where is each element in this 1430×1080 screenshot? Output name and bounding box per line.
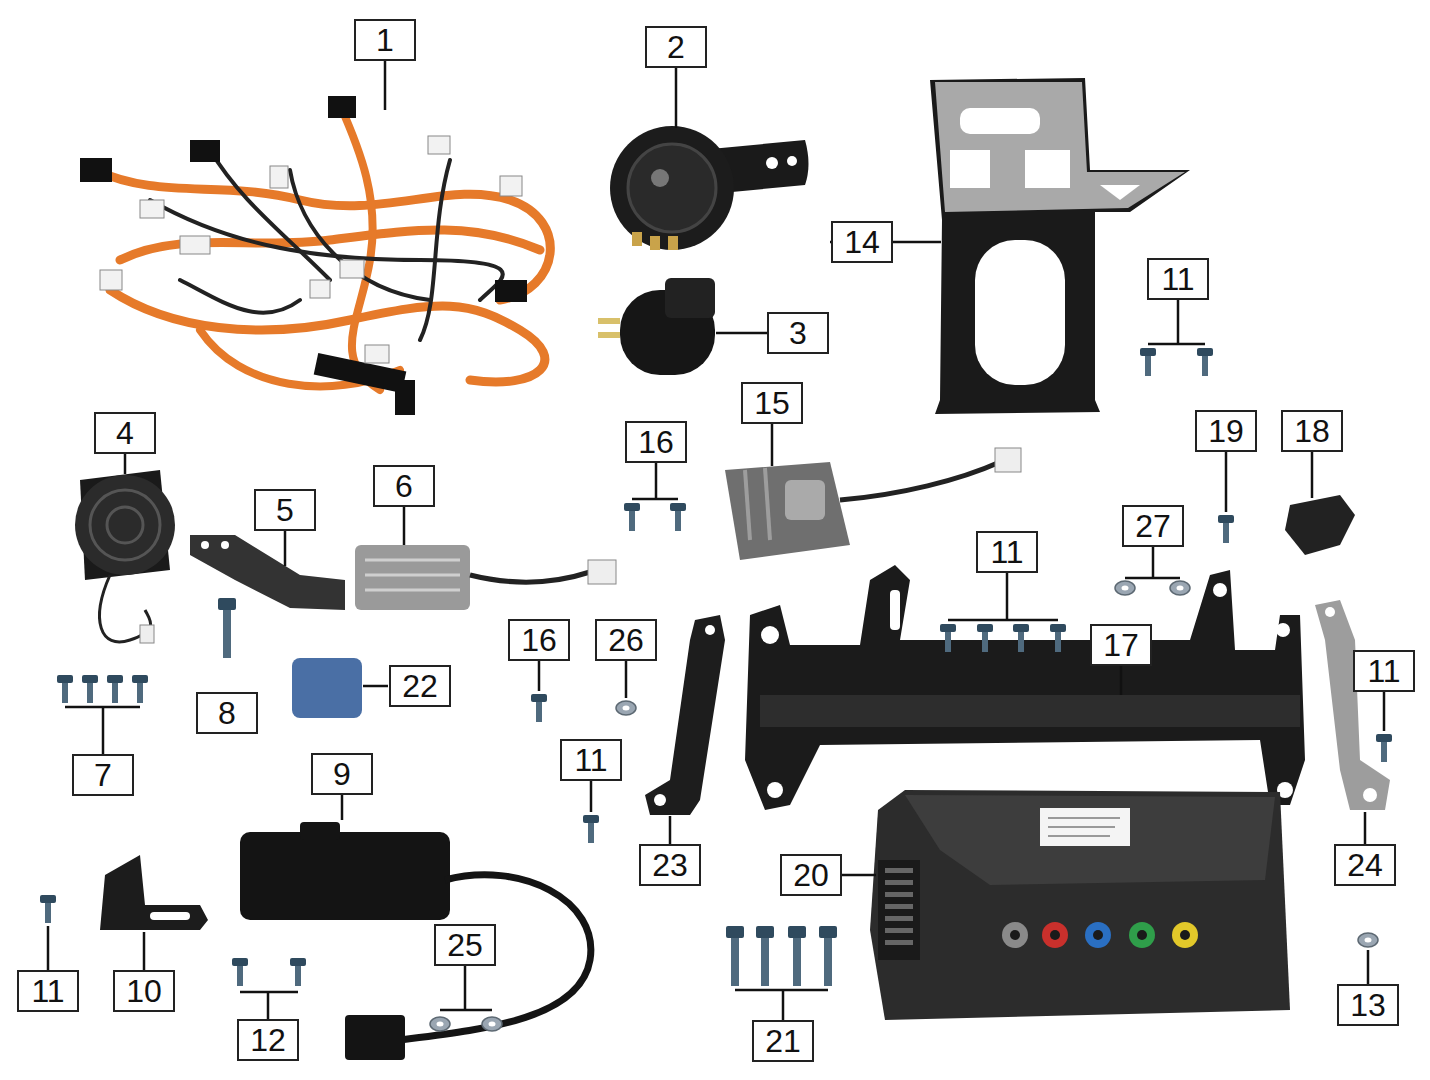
callout-number: 11 <box>1161 263 1194 295</box>
callout-number: 7 <box>94 759 112 791</box>
callout-number: 21 <box>765 1025 801 1057</box>
callout-number: 18 <box>1294 415 1330 447</box>
callout-number: 16 <box>638 426 674 458</box>
callout-box: 6 <box>373 465 435 507</box>
callout-box: 20 <box>780 854 842 896</box>
callout-box: 13 <box>1337 984 1399 1026</box>
callout-box: 5 <box>254 489 316 531</box>
callout-box: 11 <box>17 970 79 1012</box>
callout-number: 19 <box>1208 415 1244 447</box>
side-bracket <box>645 615 725 815</box>
callout-number: 22 <box>402 670 438 702</box>
callout-number: 4 <box>116 417 134 449</box>
callout-box: 15 <box>741 382 803 424</box>
callout-box: 21 <box>752 1020 814 1062</box>
callout-box: 19 <box>1195 410 1257 452</box>
callout-number: 25 <box>447 929 483 961</box>
callout-box: 7 <box>72 754 134 796</box>
callout-box: 1 <box>354 19 416 61</box>
callout-box: 22 <box>389 665 451 707</box>
buzzer <box>75 470 175 643</box>
callout-number: 24 <box>1347 849 1383 881</box>
bracket <box>100 855 208 930</box>
horn <box>610 126 809 250</box>
controller-frame <box>745 565 1305 810</box>
callout-box: 25 <box>434 924 496 966</box>
callout-box: 2 <box>645 26 707 68</box>
callout-number: 9 <box>333 758 351 790</box>
side-bracket <box>1315 600 1390 810</box>
motor-controller <box>870 790 1290 1020</box>
callout-number: 11 <box>1367 655 1400 687</box>
callout-number: 10 <box>126 975 162 1007</box>
callout-box: 16 <box>625 421 687 463</box>
callout-number: 20 <box>793 859 829 891</box>
callout-number: 2 <box>667 31 685 63</box>
callout-box: 10 <box>113 970 175 1012</box>
clip-bracket <box>1285 495 1355 555</box>
callout-number: 6 <box>395 470 413 502</box>
callout-number: 14 <box>844 226 880 258</box>
callout-box: 24 <box>1334 844 1396 886</box>
callout-number: 17 <box>1103 629 1139 661</box>
callout-number: 11 <box>31 975 64 1007</box>
callout-box: 27 <box>1122 505 1184 547</box>
flasher-relay <box>598 278 715 375</box>
mounting-bracket <box>930 78 1190 414</box>
relay <box>292 658 362 718</box>
callout-number: 26 <box>608 624 644 656</box>
leader-lines <box>48 61 1384 1021</box>
callout-box: 12 <box>237 1019 299 1061</box>
callout-box: 16 <box>508 619 570 661</box>
callout-box: 11 <box>1147 258 1209 300</box>
callout-box: 4 <box>94 412 156 454</box>
callout-number: 8 <box>218 697 236 729</box>
callout-box: 26 <box>595 619 657 661</box>
callout-box: 18 <box>1281 410 1343 452</box>
harness-connectors <box>80 96 527 415</box>
callout-number: 23 <box>652 849 688 881</box>
callout-number: 15 <box>754 387 790 419</box>
callout-number: 12 <box>250 1024 286 1056</box>
callout-box: 8 <box>196 692 258 734</box>
callout-box: 17 <box>1090 624 1152 666</box>
callout-box: 9 <box>311 753 373 795</box>
callout-box: 11 <box>1353 650 1415 692</box>
callout-number: 11 <box>990 536 1023 568</box>
callout-number: 1 <box>376 24 394 56</box>
voltage-regulator <box>355 545 616 610</box>
callout-number: 5 <box>276 494 294 526</box>
callout-box: 11 <box>560 739 622 781</box>
callout-number: 16 <box>521 624 557 656</box>
callout-number: 11 <box>574 744 607 776</box>
callout-number: 3 <box>789 317 807 349</box>
callout-box: 14 <box>831 221 893 263</box>
callout-number: 13 <box>1350 989 1386 1021</box>
bracket <box>190 535 345 610</box>
callout-box: 11 <box>976 531 1038 573</box>
wire-harness <box>95 105 550 390</box>
callout-box: 23 <box>639 844 701 886</box>
callout-number: 27 <box>1135 510 1171 542</box>
callout-box: 3 <box>767 312 829 354</box>
